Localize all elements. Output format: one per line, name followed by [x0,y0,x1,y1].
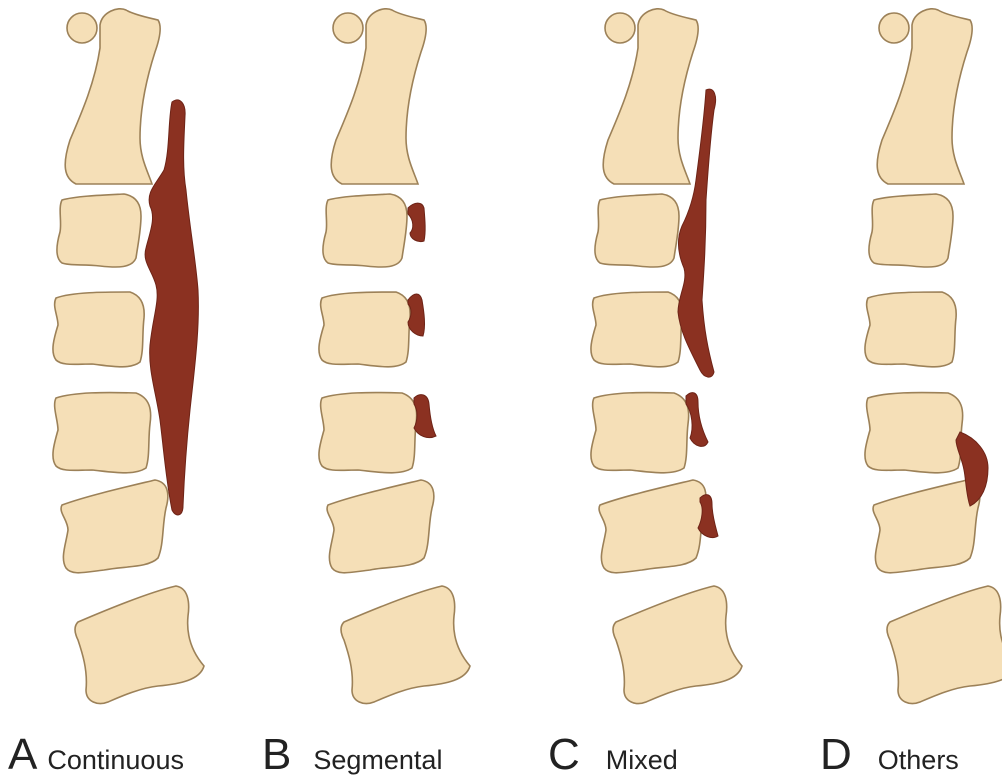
panel-caption-c: C Mixed [548,727,678,783]
ossification-mixed-segment-1 [685,392,709,447]
panel-label-continuous: Continuous [47,745,184,775]
ossification-continuous [144,99,199,516]
ossification-localized [955,431,989,507]
cervical-spine-mixed [591,9,742,704]
ossification-mixed-continuous [677,88,717,378]
ossification-segment-2 [407,293,426,337]
panel-label-others: Others [877,745,959,775]
panel-caption-b: B Segmental [262,727,442,783]
spine-diagram [0,0,1002,727]
panel-letter-a: A [8,730,38,779]
ossification-segment-1 [407,202,426,242]
panel-caption-a: A Continuous [8,727,184,783]
cervical-spine-others [865,9,1002,704]
panel-letter-b: B [262,730,292,779]
panel-caption-d: D Others [820,727,959,783]
panel-label-mixed: Mixed [605,745,678,775]
cervical-spine-segmental [319,9,470,704]
ossification-mixed-segment-2 [697,494,719,539]
panel-label-segmental: Segmental [313,745,443,775]
panel-letter-c: C [548,730,580,779]
panel-letter-d: D [820,730,852,779]
ossification-segment-3 [413,394,437,439]
